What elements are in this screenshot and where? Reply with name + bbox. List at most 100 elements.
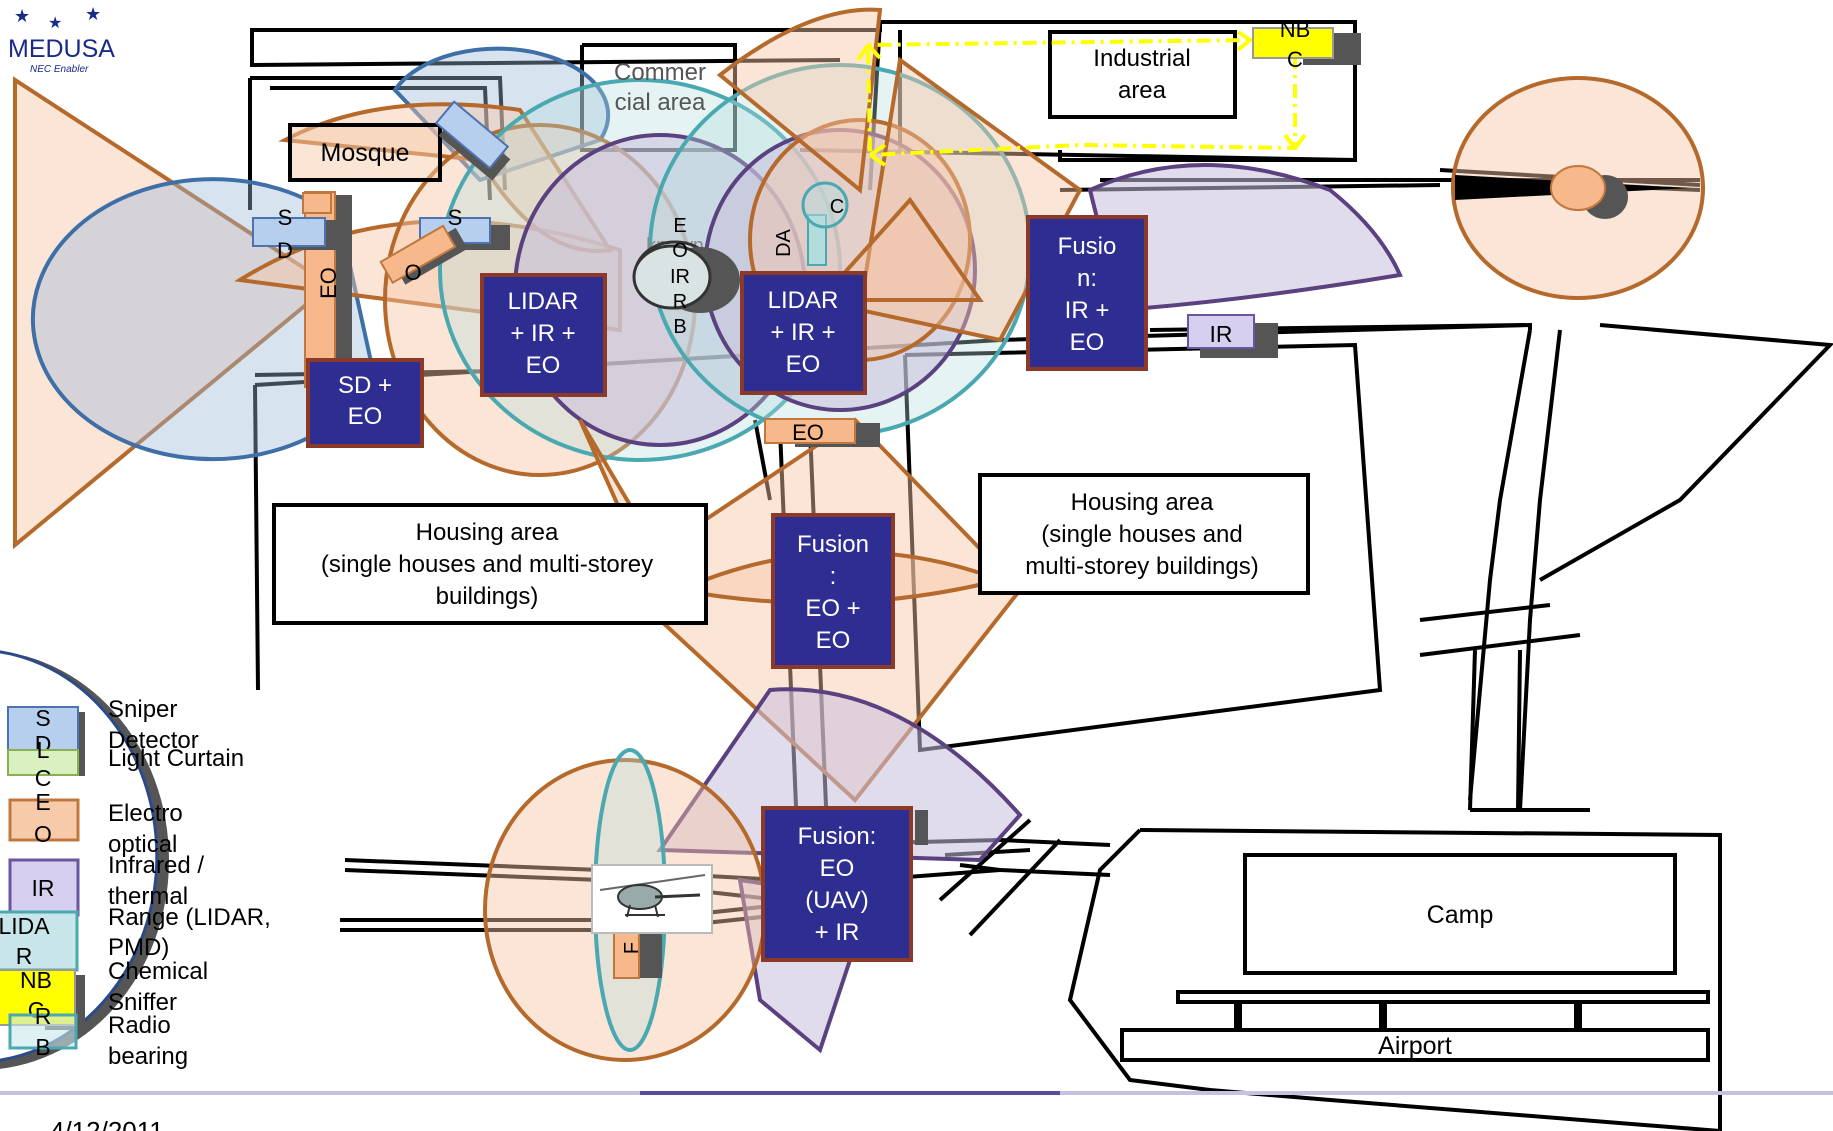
- fusion-uav-label: (UAV): [805, 887, 869, 914]
- fusion-uav-label: Fusion:: [798, 823, 877, 850]
- legend-eo-code: O: [34, 821, 52, 847]
- fusion-ir-eo-label: EO: [1070, 329, 1105, 356]
- c-sensor-label: C: [830, 196, 844, 218]
- sd-sensor-label: D: [277, 238, 293, 263]
- legend-lidar-code: R: [16, 943, 33, 969]
- housing-area-left-label: Housing area: [416, 519, 559, 546]
- nbc-sensor-label: NB: [1280, 17, 1311, 42]
- arrow-head-icon: [856, 43, 882, 62]
- lidar-ir-eo-node-2: [740, 271, 867, 395]
- legend-lidar-label: Range (LIDAR,: [108, 904, 271, 931]
- legend: S D Sniper Detector L C Light Curtain E …: [0, 650, 271, 1070]
- fusion-uav-label: EO: [820, 855, 855, 882]
- sd-coverage-sector: [392, 46, 611, 183]
- legend-lidar-swatch: [0, 910, 79, 972]
- airport-box: [1120, 1028, 1710, 1062]
- rb-stack-label: E: [673, 215, 686, 237]
- sd-sensor-label: S: [278, 205, 293, 230]
- legend-sd-code: S: [35, 705, 50, 731]
- eo-coverage-sector: [716, 7, 883, 194]
- sd-sensor-rotated: [434, 100, 510, 170]
- f-sensor-label: F: [621, 942, 643, 954]
- legend-sd-label: Detector: [108, 727, 199, 754]
- lidar-node-1-label: LIDAR: [508, 288, 579, 315]
- eo-sensor-small: [764, 418, 856, 444]
- mosque-label: Mosque: [321, 139, 410, 167]
- ir-coverage-sector: [1087, 163, 1403, 313]
- housing-area-right-label: (single houses and: [1041, 521, 1242, 548]
- legend-sd-label: Sniper: [108, 696, 177, 723]
- uav-helicopter-icon: [591, 864, 713, 934]
- sd-eo-node: [306, 358, 424, 448]
- footer: 4/12/2011: [0, 1091, 1833, 1131]
- legend-rb-code: B: [35, 1034, 50, 1060]
- rb-stack-label: IR: [670, 266, 690, 288]
- industrial-area-label: area: [1118, 77, 1167, 104]
- housing-area-left-box: [272, 503, 708, 625]
- rb-stack-label: B: [673, 316, 686, 338]
- lidar-node-1-label: EO: [526, 352, 561, 379]
- lidar-ir-eo-node-1: [480, 273, 607, 397]
- arrow-head-icon: [868, 143, 887, 167]
- eo-sensor-label: EO: [792, 420, 824, 445]
- camp-box: [1243, 853, 1677, 975]
- o-sensor-label: O: [404, 260, 421, 285]
- sd-eo-node-label: SD +: [338, 372, 392, 399]
- legend-rb-label: Radio: [108, 1012, 171, 1039]
- legend-ir-code: IR: [32, 875, 55, 901]
- camp-label: Camp: [1427, 901, 1494, 929]
- legend-nbc-label: Sniffer: [108, 989, 177, 1016]
- fusion-ir-eo-node: [1026, 215, 1148, 371]
- legend-lc-swatch: [7, 749, 79, 776]
- legend-eo-swatch: [8, 798, 80, 842]
- map-labels: Industrial area Commer cial area Mosque …: [272, 30, 1710, 1062]
- commercial-area-label: cial area: [615, 89, 706, 116]
- legend-eo-label: optical: [108, 831, 177, 858]
- airport-label: Airport: [1378, 1032, 1452, 1060]
- legend-nbc-code: NB: [20, 967, 52, 993]
- legend-rb-code: R: [35, 1003, 52, 1029]
- legend-lc-label: Light Curtain: [108, 745, 244, 772]
- legend-ir-label: Infrared /: [108, 852, 204, 879]
- eo-sensor-label: EO: [316, 267, 341, 299]
- comm-link: [856, 30, 1307, 167]
- sensor-tags: NB C IR EO S D S D O E O IR R: [252, 17, 1628, 979]
- housing-area-right-box: [978, 473, 1310, 595]
- rb-stack-label: R: [673, 291, 687, 313]
- logo-text: MEDUSA: [8, 35, 115, 63]
- legend-lc-code: L: [37, 737, 50, 763]
- fusion-eo-eo-label: EO +: [805, 595, 860, 622]
- sensor-nodes: SD + EO LIDAR + IR + EO LIDAR + IR + EO …: [306, 215, 1148, 962]
- nbc-sensor: [1252, 27, 1334, 59]
- fusion-uav-label: + IR: [815, 919, 860, 946]
- lidar-node-2-label: LIDAR: [768, 287, 839, 314]
- housing-area-right-label: multi-storey buildings): [1025, 553, 1258, 580]
- legend-rb-swatch: [8, 1013, 78, 1050]
- sd-sensor-label: S: [448, 205, 463, 230]
- fusion-ir-eo-label: IR +: [1065, 297, 1110, 324]
- fusion-ir-eo-label: Fusio: [1058, 233, 1117, 260]
- housing-area-left-label: (single houses and multi-storey: [321, 551, 653, 578]
- legend-lidar-label: PMD): [108, 934, 169, 961]
- eo-sensor-square: [302, 192, 332, 214]
- mosque-box: [288, 123, 442, 182]
- eo-sensor-small: [379, 224, 457, 285]
- housing-area-left-label: buildings): [436, 583, 539, 610]
- fusion-eo-eo-label: Fusion: [797, 531, 869, 558]
- rb-stack-label: O: [672, 240, 688, 262]
- eo-sensor-round: [1550, 165, 1606, 211]
- da-sensor-label: DA: [773, 228, 795, 256]
- commercial-area-label: Commer: [614, 59, 706, 86]
- fusion-ir-eo-label: n:: [1077, 265, 1097, 292]
- legend-nbc-label: Chemical: [108, 958, 208, 985]
- fusion-eo-eo-label: :: [830, 563, 837, 590]
- fusion-eo-eo-node: [771, 513, 895, 669]
- logo-tagline: NEC Enabler: [30, 64, 89, 75]
- logo-star-icon: ★: [14, 6, 30, 26]
- ir-sensor: [1187, 314, 1255, 349]
- c-sensor: [801, 181, 849, 229]
- sd-eo-node-label: EO: [348, 403, 383, 430]
- legend-ir-label: thermal: [108, 883, 188, 910]
- logo-star-icon: ★: [48, 15, 62, 32]
